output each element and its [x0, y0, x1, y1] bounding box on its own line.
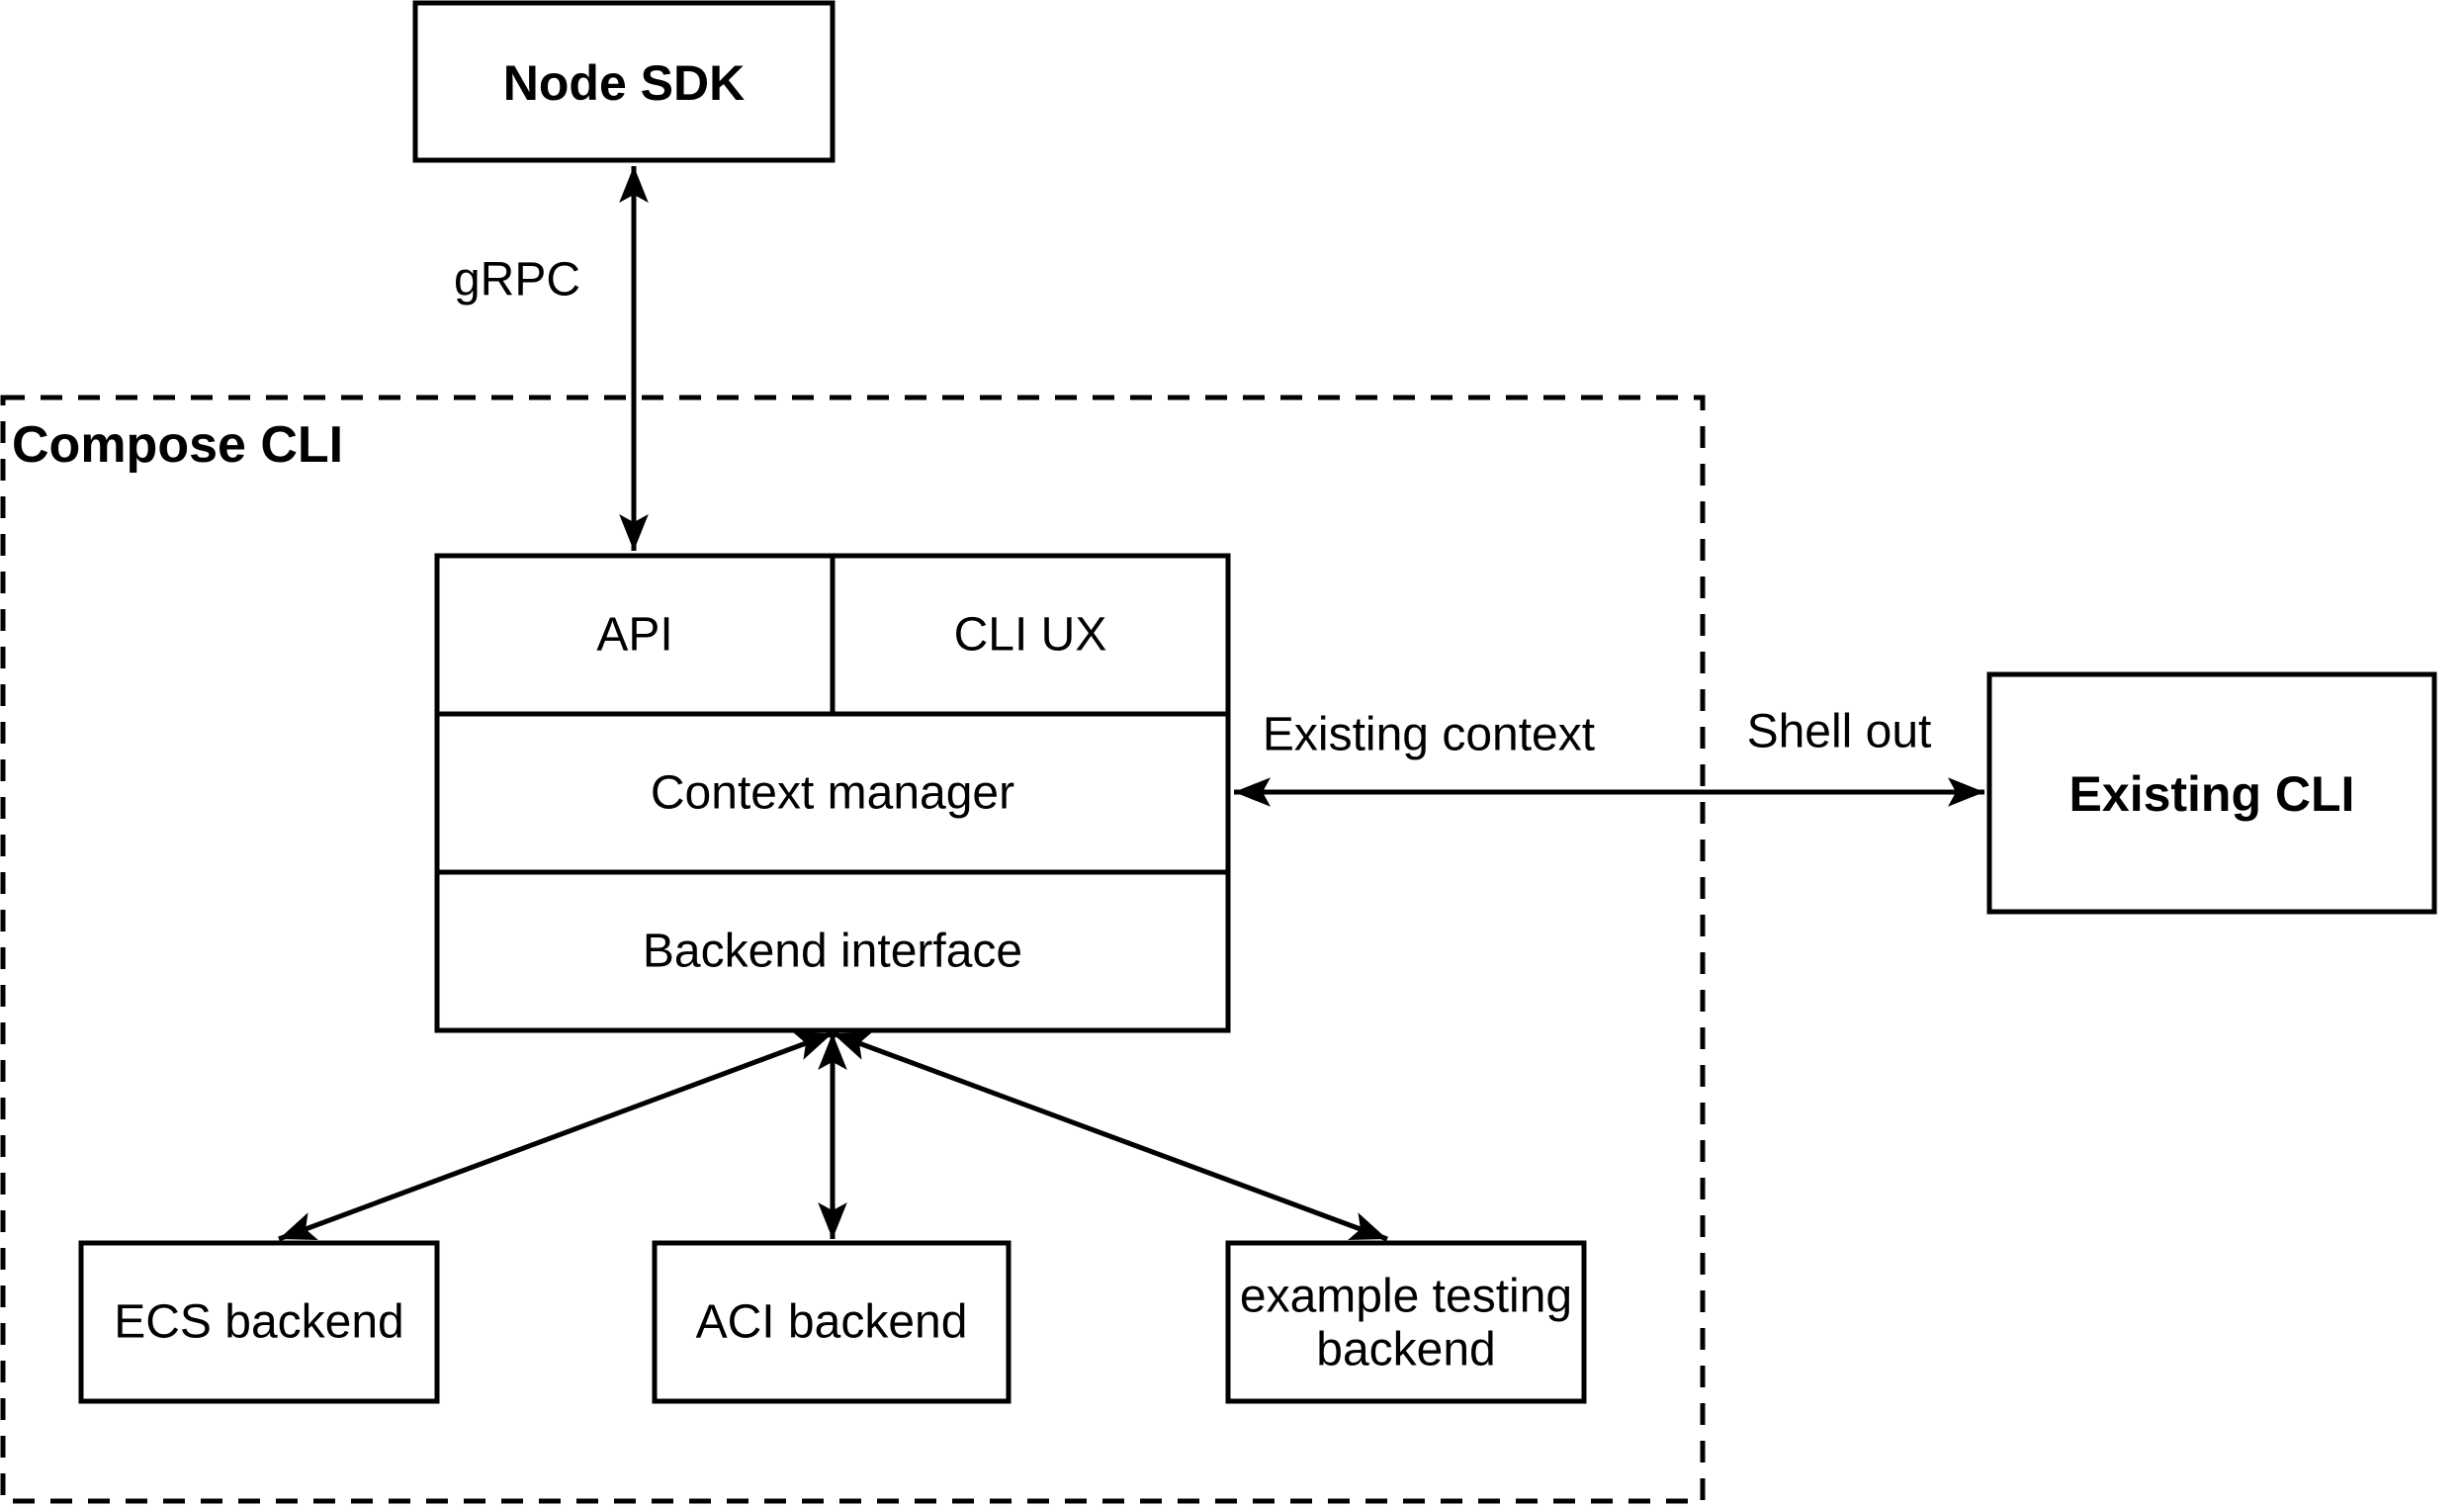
- context-shell-edge: Existing context Shell out: [1234, 706, 1984, 807]
- node-sdk-node: Node SDK: [412, 0, 836, 163]
- context-manager-label: Context manager: [651, 767, 1014, 820]
- node-sdk-label: Node SDK: [503, 55, 745, 111]
- ecs-backend-node: ECS backend: [78, 1240, 440, 1404]
- compose-cli-boundary: [0, 395, 1706, 1504]
- existing-cli-box: [1986, 671, 2437, 915]
- existing-context-label: Existing context: [1263, 709, 1595, 761]
- backend-ecs-arrow: [278, 1030, 834, 1242]
- compose-cli-title: Compose CLI: [12, 416, 343, 474]
- shell-out-label: Shell out: [1747, 706, 1932, 758]
- ecs-backend-label: ECS backend: [114, 1296, 404, 1349]
- backend-edges: [278, 1030, 1388, 1242]
- ecs-backend-box: [78, 1240, 440, 1404]
- cli-ux-label: CLI UX: [954, 609, 1107, 662]
- backend-interface-label: Backend interface: [643, 926, 1022, 978]
- api-label: API: [596, 609, 672, 662]
- example-testing-backend-label-line1: example testing: [1240, 1271, 1572, 1323]
- grpc-label: gRPC: [454, 254, 580, 307]
- grpc-edge: gRPC: [454, 166, 649, 551]
- example-testing-backend-label-line2: backend: [1316, 1324, 1495, 1376]
- aci-backend-node: ACI backend: [652, 1240, 1012, 1404]
- aci-backend-label: ACI backend: [696, 1296, 968, 1349]
- compose-stack-node: API CLI UX Context manager Backend inter…: [434, 553, 1231, 1033]
- example-testing-backend-box: [1225, 1240, 1587, 1404]
- aci-backend-box: [652, 1240, 1012, 1404]
- backend-example-testing-arrow: [832, 1030, 1388, 1242]
- compose-cli-container: Compose CLI: [0, 395, 1706, 1504]
- node-sdk-box: [412, 0, 836, 163]
- example-testing-backend-node: example testing backend: [1225, 1240, 1587, 1404]
- existing-cli-node: Existing CLI: [1986, 671, 2437, 915]
- existing-cli-label: Existing CLI: [2069, 766, 2355, 822]
